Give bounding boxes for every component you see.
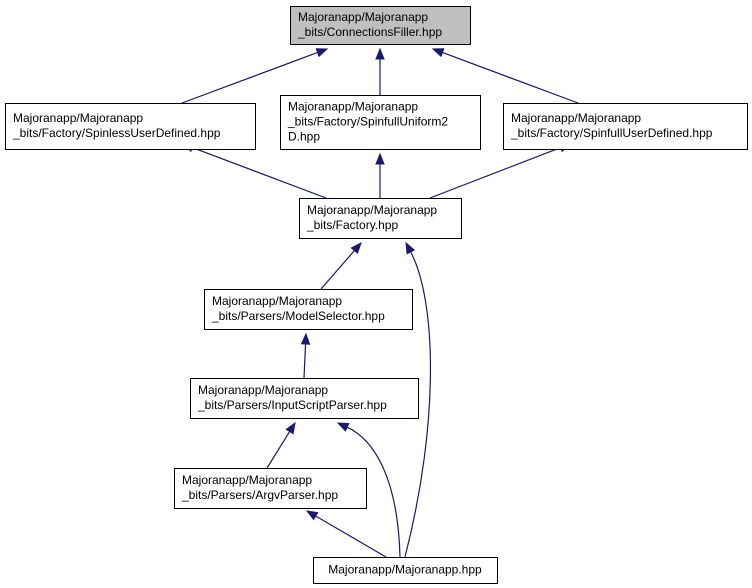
edge-spinless_user_defined-to-connections_filler — [181, 48, 329, 104]
node-label-line: _bits/Parsers/ArgvParser.hpp — [181, 488, 338, 502]
node-box[interactable] — [174, 468, 367, 509]
nodes-layer: Majoranapp/Majoranapp_bits/ConnectionsFi… — [5, 6, 748, 584]
edge-spinfull_uniform_2d-to-connections_filler — [375, 47, 385, 95]
edge-model_selector-to-factory — [320, 241, 362, 290]
node-label-line: Majoranapp/Majoranapp — [288, 100, 418, 114]
node-spinless-user-defined[interactable]: Majoranapp/Majoranapp_bits/Factory/Spinl… — [5, 103, 256, 150]
node-label-line: Majoranapp/Majoranapp — [13, 111, 143, 125]
arrowhead — [431, 48, 445, 58]
node-argv-parser[interactable]: Majoranapp/Majoranapp_bits/Parsers/ArgvP… — [174, 468, 367, 509]
arrowhead — [375, 152, 385, 165]
arrowhead — [305, 510, 319, 521]
node-box[interactable] — [190, 378, 419, 419]
edge-line — [404, 251, 432, 558]
edge-line — [346, 426, 401, 558]
node-label-line: _bits/Factory/SpinfullUserDefined.hpp — [510, 126, 713, 140]
edge-line — [181, 51, 318, 104]
node-spinfull-uniform-2d[interactable]: Majoranapp/Majoranapp_bits/Factory/Spinf… — [280, 95, 481, 150]
edge-majoranapp-to-factory — [404, 241, 432, 558]
node-label-line: Majoranapp/Majoranapp — [511, 111, 641, 125]
node-box[interactable] — [503, 103, 748, 150]
node-label-line: _bits/Factory.hpp — [306, 218, 398, 232]
edge-majoranapp-to-argv_parser — [305, 510, 387, 558]
node-label-line: _bits/Parsers/InputScriptParser.hpp — [197, 398, 387, 412]
arrowhead — [300, 332, 311, 345]
node-connections-filler[interactable]: Majoranapp/Majoranapp_bits/ConnectionsFi… — [290, 6, 471, 45]
edge-line — [192, 146, 327, 199]
node-label-line: _bits/Factory/SpinfullUniform2 — [287, 115, 448, 129]
arrowhead — [315, 48, 329, 58]
node-box[interactable] — [204, 289, 413, 330]
node-box[interactable] — [5, 103, 256, 150]
node-label-line: _bits/ConnectionsFiller.hpp — [297, 25, 442, 39]
arrowhead — [350, 241, 362, 255]
edge-line — [315, 515, 387, 558]
node-model-selector[interactable]: Majoranapp/Majoranapp_bits/Parsers/Model… — [204, 289, 413, 330]
node-box[interactable] — [280, 95, 481, 150]
edge-argv_parser-to-input_script_parser — [266, 421, 296, 469]
node-label-line: _bits/Parsers/ModelSelector.hpp — [211, 309, 385, 323]
node-label-line: Majoranapp/Majoranapp — [182, 473, 312, 487]
edge-input_script_parser-to-model_selector — [300, 332, 311, 379]
edge-line — [266, 431, 291, 469]
node-label-line: D.hpp — [288, 130, 320, 144]
arrowhead — [336, 422, 350, 432]
arrowhead — [285, 421, 296, 435]
node-factory[interactable]: Majoranapp/Majoranapp_bits/Factory.hpp — [299, 198, 462, 239]
edge-factory-to-spinless_user_defined — [181, 143, 327, 199]
node-spinfull-user-defined[interactable]: Majoranapp/Majoranapp_bits/Factory/Spinf… — [503, 103, 748, 150]
node-label-line: _bits/Factory/SpinlessUserDefined.hpp — [12, 126, 221, 140]
edge-line — [303, 343, 307, 379]
node-majoranapp[interactable]: Majoranapp/Majoranapp.hpp — [313, 557, 498, 584]
node-label-line: Majoranapp/Majoranapp — [198, 383, 328, 397]
node-label-line: Majoranapp/Majoranapp — [298, 10, 428, 24]
arrowhead — [375, 47, 385, 60]
edge-line — [429, 147, 561, 199]
edge-line — [442, 51, 579, 104]
node-box[interactable] — [313, 557, 498, 584]
edge-majoranapp-to-input_script_parser — [336, 422, 401, 558]
edge-line — [320, 250, 355, 290]
edge-factory-to-spinfull_user_defined — [429, 143, 572, 199]
node-input-script-parser[interactable]: Majoranapp/Majoranapp_bits/Parsers/Input… — [190, 378, 419, 419]
node-label-line: Majoranapp/Majoranapp — [212, 294, 342, 308]
edge-spinfull_user_defined-to-connections_filler — [431, 48, 579, 104]
node-box[interactable] — [299, 198, 462, 239]
edge-factory-to-spinfull_uniform_2d — [375, 152, 385, 198]
node-label-line: Majoranapp/Majoranapp.hpp — [328, 563, 482, 577]
node-box[interactable] — [290, 6, 471, 45]
arrowhead — [405, 241, 416, 255]
node-label-line: Majoranapp/Majoranapp — [307, 203, 437, 217]
